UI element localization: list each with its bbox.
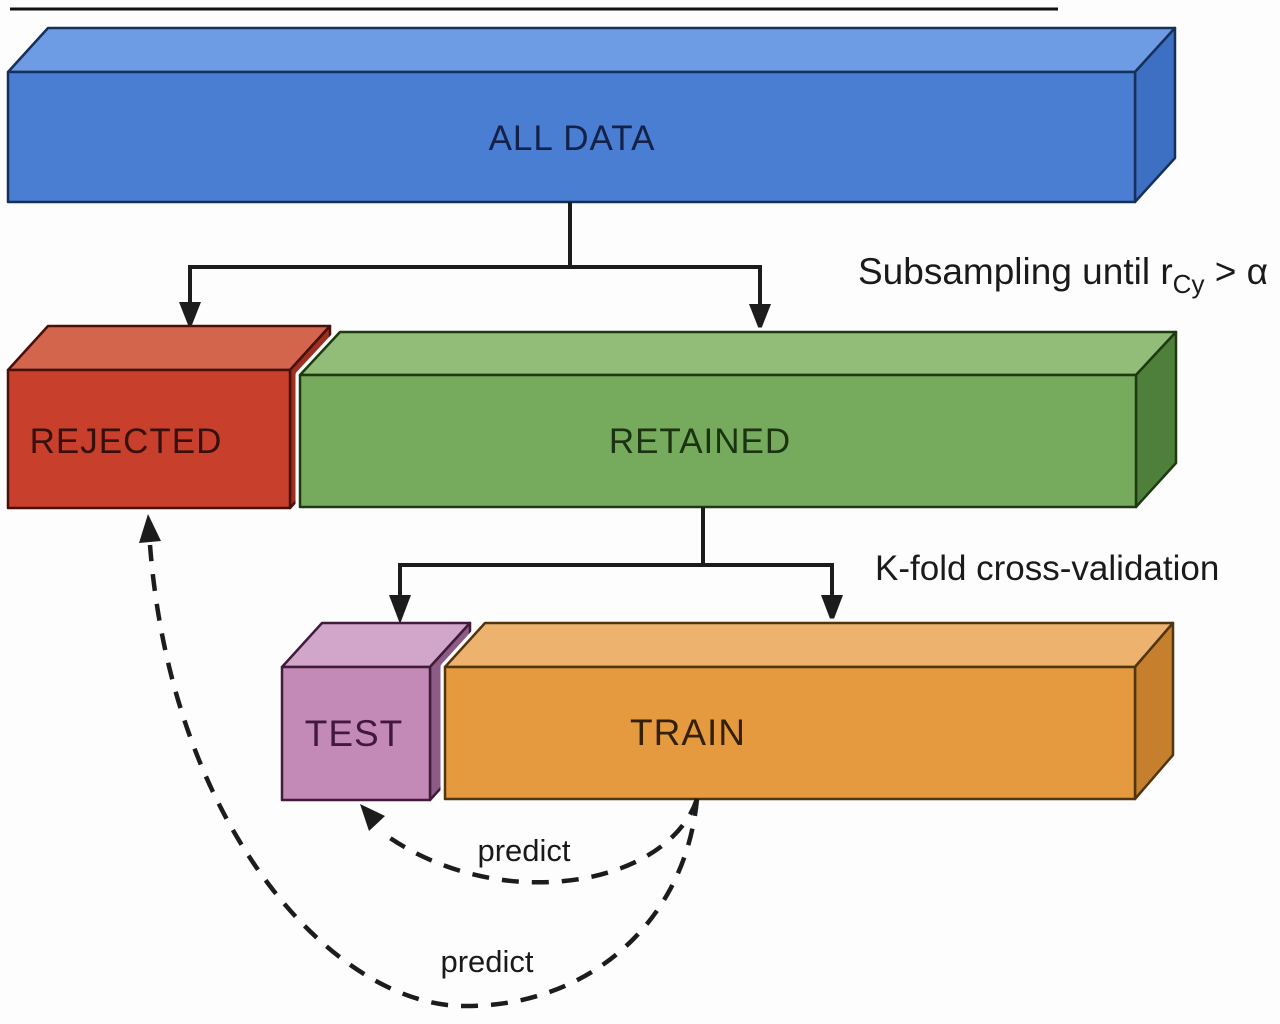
retained-block: RETAINED — [295, 327, 1181, 512]
retained-top-face — [298, 330, 1178, 377]
subsampling-annotation: Subsampling until rCy > α — [858, 251, 1268, 299]
split1-branch-line — [188, 265, 762, 304]
test-front-face — [280, 665, 432, 802]
subsampling-split-connector — [179, 202, 771, 332]
retained-label: RETAINED — [609, 422, 791, 461]
arrowhead-to-rejected — [179, 302, 201, 330]
train-label: TRAIN — [630, 712, 746, 753]
predict-train-to-rejected-arrow — [139, 514, 700, 1009]
retained-front-face — [298, 373, 1138, 509]
predict-lower-label: predict — [440, 944, 533, 979]
rejected-front-face — [6, 368, 292, 510]
train-front-face — [443, 665, 1137, 801]
arrowhead-to-test — [389, 595, 411, 624]
train-block: TRAIN — [440, 618, 1178, 804]
all-data-label: ALL DATA — [489, 119, 656, 158]
arrowhead-to-train — [821, 595, 843, 624]
predict-lower-curve — [147, 544, 700, 1009]
rejected-block: REJECTED — [6, 324, 332, 510]
rejected-top-face — [6, 324, 332, 372]
predict-upper-arrowhead — [360, 804, 385, 831]
kfold-annotation: K-fold cross-validation — [875, 549, 1219, 588]
predict-upper-label: predict — [477, 833, 570, 868]
train-top-face — [443, 621, 1175, 669]
predict-upper-curve — [388, 798, 700, 885]
split2-branch-line — [398, 563, 834, 596]
all-data-front-face — [6, 70, 1137, 204]
all-data-top-face — [6, 26, 1177, 74]
rejected-label: REJECTED — [30, 422, 223, 461]
test-label: TEST — [305, 713, 404, 754]
arrowhead-to-retained — [749, 304, 771, 332]
predict-lower-arrowhead — [139, 514, 161, 543]
kfold-split-connector — [389, 507, 843, 624]
predict-train-to-test-arrow — [360, 798, 700, 885]
all-data-block: ALL DATA — [6, 26, 1177, 204]
